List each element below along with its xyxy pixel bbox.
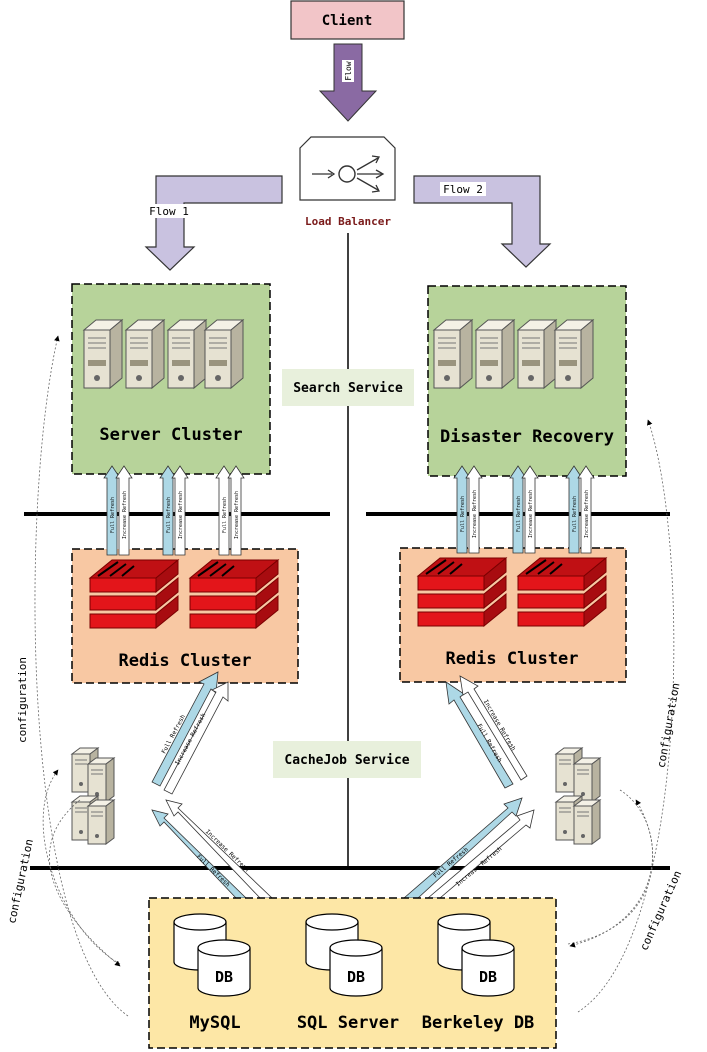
configuration-label-left-lower: configuration <box>5 838 36 925</box>
full-refresh-tag: Full Refresh <box>222 497 228 533</box>
berkeley-db-label: Berkeley DB <box>422 1013 535 1033</box>
configuration-label-left-upper: configuration <box>16 657 29 743</box>
disaster-recovery-box: Disaster Recovery <box>427 285 627 477</box>
client-label: Client <box>322 13 373 29</box>
db-badge: DB <box>215 968 233 986</box>
database-box: DB MySQL DB SQL Server DB Berkeley DB <box>148 897 557 1049</box>
configuration-links-right <box>567 419 675 1013</box>
cachejob-server-right <box>555 747 601 845</box>
server-cluster-label: Server Cluster <box>99 425 242 445</box>
top-flow-arrow: Flow <box>318 43 378 122</box>
full-refresh-tag: Full Refresh <box>110 497 116 533</box>
full-refresh-tag: Full Refresh <box>572 496 578 532</box>
flow-1-label: Flow 1 <box>149 205 189 218</box>
increase-refresh-tag: Increase Refresh <box>122 491 128 539</box>
load-balancer-label: Load Balancer <box>305 215 391 228</box>
db-badge: DB <box>479 968 497 986</box>
cachejob-service-label: CacheJob Service <box>284 753 409 768</box>
mysql-label: MySQL <box>189 1013 240 1033</box>
full-refresh-tag: Full Refresh <box>516 496 522 532</box>
redis-cluster-right-box: Redis Cluster <box>399 547 627 683</box>
db-badge: DB <box>347 968 365 986</box>
redis-cluster-left-box: Redis Cluster <box>71 548 299 684</box>
sql-server-label: SQL Server <box>297 1013 399 1033</box>
increase-refresh-tag: Increase Refresh <box>234 491 240 539</box>
flow-2-label: Flow 2 <box>443 183 483 196</box>
load-balancer-node: Load Balancer <box>299 136 396 228</box>
full-refresh-tag: Full Refresh <box>460 496 466 532</box>
increase-refresh-tag: Increase Refresh <box>472 490 478 538</box>
configuration-label-right-upper: configuration <box>655 682 683 769</box>
search-service-badge: Search Service <box>282 369 414 406</box>
refresh-arrows-right-lower: Full Refresh Increase Refresh Full Refre… <box>402 675 535 899</box>
configuration-label-right-lower: configuration <box>637 869 684 953</box>
flow-1-arrow: Flow 1 <box>144 175 283 271</box>
increase-refresh-tag: Increase Refresh <box>178 491 184 539</box>
refresh-arrows-left-lower: Full Refresh Increase Refresh Full Refre… <box>151 671 273 899</box>
flow-2-arrow: Flow 2 <box>413 175 552 268</box>
server-cluster-box: Server Cluster <box>71 283 271 475</box>
refresh-arrows-left-upper: Full Refresh Increase Refresh Full Refre… <box>103 465 245 556</box>
full-refresh-tag: Full Refresh <box>166 497 172 533</box>
client-node: Client <box>290 0 405 40</box>
top-flow-label: Flow <box>344 61 353 80</box>
disaster-recovery-label: Disaster Recovery <box>440 427 614 447</box>
increase-refresh-tag: Increase Refresh <box>584 490 590 538</box>
cachejob-server-left <box>71 747 115 845</box>
increase-refresh-tag: Increase Refresh <box>528 490 534 538</box>
cachejob-service-badge: CacheJob Service <box>273 741 421 778</box>
refresh-arrows-right-upper: Full Refresh Increase Refresh Full Refre… <box>453 465 595 554</box>
redis-left-label: Redis Cluster <box>118 651 251 671</box>
redis-right-label: Redis Cluster <box>445 649 578 669</box>
search-service-label: Search Service <box>293 381 403 396</box>
configuration-links-left <box>34 335 129 1017</box>
